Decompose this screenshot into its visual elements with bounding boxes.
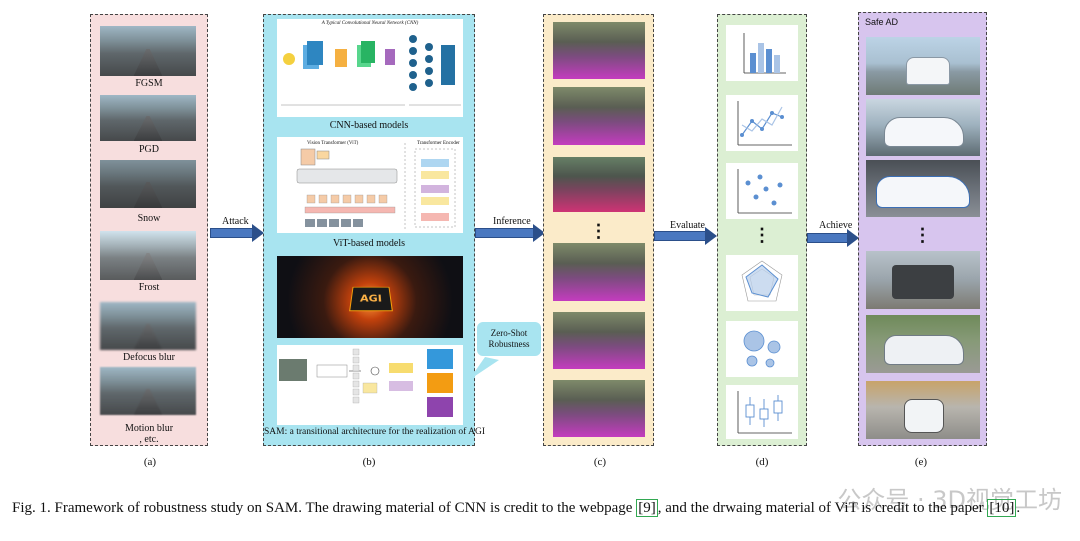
inference-arrow-head — [533, 224, 545, 242]
agi-text: AGI — [359, 292, 383, 304]
panel-a: FGSM PGD Snow Frost Defocus blur Motion … — [90, 14, 208, 446]
defocus-image — [100, 302, 196, 350]
panel-d: ⋮ — [717, 14, 807, 446]
vit-encoder-title: Transformer Encoder — [417, 141, 460, 146]
vit-diagram: Vision Transformer (ViT) Transformer Enc… — [277, 137, 463, 233]
caption-part-2: , and the drwaing material of ViT is cre… — [657, 500, 988, 516]
mining-truck-image — [866, 251, 980, 309]
caption-ref-9[interactable]: [9] — [636, 499, 658, 517]
robotaxi-image-3 — [866, 315, 980, 373]
defocus-label: Defocus blur — [123, 352, 175, 363]
callout-pointer — [469, 357, 499, 380]
fgsm-image — [100, 26, 196, 76]
panel-a-caption: (a) — [143, 456, 157, 468]
seg-image-3 — [553, 157, 645, 212]
delivery-robot-shape — [904, 399, 944, 433]
snow-label: Snow — [137, 213, 161, 224]
panel-e-ellipsis: ⋮ — [913, 225, 932, 245]
inference-label: Inference — [493, 216, 531, 227]
panel-d-ellipsis: ⋮ — [753, 225, 771, 245]
motion-blur-image — [100, 367, 196, 415]
panel-c-caption: (c) — [593, 456, 607, 468]
evaluate-label: Evaluate — [670, 220, 705, 231]
bubble-chart-icon — [726, 321, 798, 377]
panel-e: Safe AD ⋮ — [858, 12, 987, 446]
attack-label: Attack — [222, 216, 249, 227]
seg-image-6 — [553, 380, 645, 437]
truck-shape — [892, 265, 954, 299]
cnn-diagram-title: A Typical Convolutional Neural Network (… — [321, 21, 419, 26]
robotaxi-shape-1 — [884, 117, 964, 147]
cnn-architecture-graphic — [281, 35, 461, 106]
panel-c-ellipsis: ⋮ — [589, 221, 608, 241]
bus-shape — [906, 57, 950, 85]
achieve-arrow-head — [847, 229, 859, 247]
panel-b: A Typical Convolutional Neural Network (… — [263, 14, 486, 446]
cnn-diagram: A Typical Convolutional Neural Network (… — [277, 19, 463, 117]
fgsm-label: FGSM — [135, 78, 163, 89]
motion-blur-label: Motion blur , etc. — [124, 423, 174, 445]
robotaxi-shape-3 — [884, 335, 964, 365]
cnn-label: CNN-based models — [329, 120, 409, 131]
panel-e-title: Safe AD — [865, 17, 899, 27]
frost-image — [100, 231, 196, 280]
panel-e-caption: (e) — [914, 456, 928, 468]
vit-architecture-graphic — [296, 143, 456, 229]
seg-image-2 — [553, 87, 645, 145]
caption-part-1: Fig. 1. Framework of robustness study on… — [12, 500, 637, 516]
sam-diagram — [277, 345, 463, 425]
agi-chip: AGI — [349, 286, 393, 312]
caption-ref-10[interactable]: [10] — [987, 499, 1017, 517]
robotaxi-shape-2 — [876, 176, 970, 208]
inference-arrow — [475, 228, 535, 238]
scatter-chart-icon — [726, 163, 798, 219]
robotaxi-image-2 — [866, 160, 980, 217]
robotaxi-image-1 — [866, 99, 980, 156]
zero-shot-callout: Zero-Shot Robustness — [477, 322, 541, 356]
watermark: 公众号 · 3D视觉工坊 — [837, 486, 1062, 514]
box-plot-icon — [726, 385, 798, 439]
panel-b-caption: (b) — [362, 456, 376, 468]
achieve-label: Achieve — [819, 220, 853, 231]
panel-c: ⋮ — [543, 14, 654, 446]
figure-caption: Fig. 1. Framework of robustness study on… — [12, 498, 1072, 518]
frost-label: Frost — [138, 282, 160, 293]
snow-image — [100, 160, 196, 208]
achieve-arrow — [807, 233, 849, 243]
attack-arrow — [210, 228, 254, 238]
seg-image-5 — [553, 312, 645, 369]
agi-chip-image: AGI — [277, 256, 463, 338]
evaluate-arrow — [654, 231, 707, 241]
evaluate-arrow-head — [705, 227, 717, 245]
autonomous-bus-image — [866, 37, 980, 95]
sam-architecture-graphic — [279, 348, 453, 417]
seg-image-4 — [553, 243, 645, 301]
delivery-robot-image — [866, 381, 980, 439]
caption-part-3: . — [1016, 500, 1021, 516]
line-chart-icon — [726, 95, 798, 151]
bar-chart-icon — [726, 25, 798, 81]
attack-arrow-head — [252, 224, 264, 242]
vit-title: Vision Transformer (ViT) — [307, 141, 359, 146]
sam-label: SAM: a transitional architecture for the… — [264, 427, 486, 437]
vit-label: ViT-based models — [332, 238, 406, 249]
panel-d-caption: (d) — [755, 456, 769, 468]
pgd-label: PGD — [138, 144, 159, 155]
seg-image-1 — [553, 22, 645, 79]
radar-chart-icon — [726, 255, 798, 311]
pgd-image — [100, 95, 196, 141]
